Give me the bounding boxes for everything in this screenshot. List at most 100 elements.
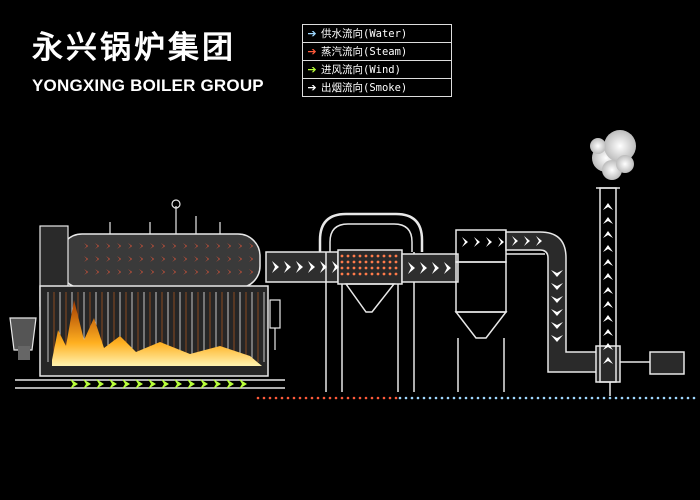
collector-heat-dot	[340, 266, 344, 270]
steam-flow-dot	[394, 396, 398, 400]
collector-heat-dot	[376, 260, 380, 264]
steam-arrow	[216, 256, 220, 262]
water-flow-dot	[482, 396, 486, 400]
smoke-arrow	[320, 261, 327, 273]
smoke-arrows	[272, 203, 613, 364]
legend-label-wind: 进风流向(Wind)	[321, 64, 401, 76]
steam-flow-dot	[376, 396, 380, 400]
arrow-right-icon: ➔	[307, 45, 317, 58]
steam-flow-dot	[316, 396, 320, 400]
water-flow-dot	[434, 396, 438, 400]
water-flow-dot	[536, 396, 540, 400]
legend-row-water: ➔ 供水流向(Water)	[303, 25, 451, 43]
water-flow-dot	[470, 396, 474, 400]
smoke-arrow	[444, 262, 451, 274]
wind-arrow	[122, 379, 130, 389]
steam-flow-dot	[310, 396, 314, 400]
smoke-arrow	[603, 273, 613, 280]
steam-arrow	[128, 256, 132, 262]
collector-fire-mesh	[340, 254, 398, 276]
steam-drum-fittings	[109, 199, 281, 350]
smoke-arrow	[408, 262, 415, 274]
water-flow-dot	[566, 396, 570, 400]
steam-arrow	[150, 243, 154, 249]
steam-arrow	[172, 243, 176, 249]
steam-flow-dot	[256, 396, 260, 400]
water-flow-dot	[500, 396, 504, 400]
water-flow-dot	[476, 396, 480, 400]
steam-flow-dot	[292, 396, 296, 400]
steam-arrow	[161, 243, 165, 249]
steam-arrow	[161, 256, 165, 262]
smoke-arrow	[551, 309, 563, 316]
steam-flow-dot	[334, 396, 338, 400]
steam-arrow	[227, 256, 231, 262]
arrow-right-icon: ➔	[307, 63, 317, 76]
steam-arrow	[139, 256, 143, 262]
water-flow-dot	[626, 396, 630, 400]
wind-arrows	[70, 379, 247, 389]
collector-heat-dot	[394, 254, 398, 258]
collector-heat-dot	[358, 272, 362, 276]
smoke-arrow	[603, 329, 613, 336]
smoke-arrow	[603, 203, 613, 210]
induced-draft-duct	[505, 231, 601, 373]
steam-arrow	[95, 256, 99, 262]
water-flow-dot	[458, 396, 462, 400]
steam-arrow	[216, 269, 220, 275]
collector-heat-dot	[382, 272, 386, 276]
water-flow-dot	[662, 396, 666, 400]
collector-heat-dot	[358, 260, 362, 264]
water-flow-dot	[668, 396, 672, 400]
water-flow-dot	[614, 396, 618, 400]
smoke-arrow	[603, 287, 613, 294]
water-flow-dot	[518, 396, 522, 400]
water-flow-dot	[554, 396, 558, 400]
smoke-arrow	[551, 322, 563, 329]
wind-arrow	[187, 379, 195, 389]
legend-row-steam: ➔ 蒸汽流向(Steam)	[303, 43, 451, 61]
steam-flow-dot	[280, 396, 284, 400]
water-flow-dot	[680, 396, 684, 400]
water-flow-line	[398, 396, 696, 400]
smoke-arrow	[284, 261, 291, 273]
dust-collector-1	[318, 212, 424, 392]
collector-heat-dot	[352, 266, 356, 270]
collector-heat-dot	[364, 272, 368, 276]
steam-arrow	[106, 243, 110, 249]
wind-arrow	[226, 379, 234, 389]
collector-heat-dot	[370, 260, 374, 264]
smoke-arrow	[551, 296, 563, 303]
wind-arrow	[109, 379, 117, 389]
smoke-arrow	[551, 270, 563, 277]
water-flow-dot	[404, 396, 408, 400]
wind-arrow	[70, 379, 78, 389]
collector-heat-dot	[382, 254, 386, 258]
induced-fan	[595, 345, 685, 396]
collector-heat-dot	[376, 254, 380, 258]
steam-arrow	[172, 256, 176, 262]
boiler-steam-arrows	[84, 243, 253, 275]
collector-heat-dot	[370, 266, 374, 270]
water-flow-dot	[512, 396, 516, 400]
collector-heat-dot	[352, 254, 356, 258]
collector-heat-dot	[388, 272, 392, 276]
steam-arrow	[183, 243, 187, 249]
collector-heat-dot	[358, 254, 362, 258]
collector-heat-dot	[346, 260, 350, 264]
wind-arrow	[239, 379, 247, 389]
legend-row-wind: ➔ 进风流向(Wind)	[303, 61, 451, 79]
steam-flow-dot	[388, 396, 392, 400]
wind-arrow	[161, 379, 169, 389]
water-flow-dot	[416, 396, 420, 400]
collector-heat-dot	[382, 260, 386, 264]
steam-arrow	[95, 243, 99, 249]
steam-arrow	[194, 269, 198, 275]
steam-arrow	[150, 269, 154, 275]
steam-arrow	[139, 269, 143, 275]
water-flow-dot	[506, 396, 510, 400]
steam-flow-dot	[262, 396, 266, 400]
arrow-right-icon: ➔	[307, 27, 317, 40]
wind-arrow	[213, 379, 221, 389]
